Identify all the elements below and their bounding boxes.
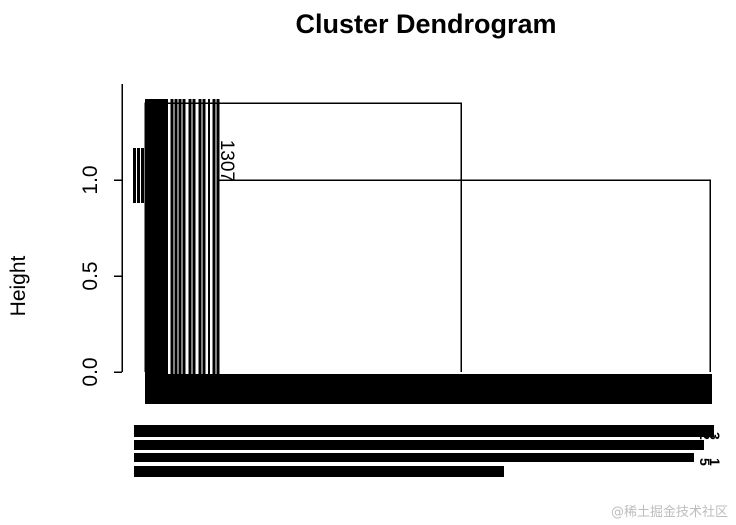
leaf-label-block: 23 51 [134,425,723,477]
y-axis-label: Height [7,255,30,316]
leaf-stub [145,148,148,203]
leaf-label-bar [134,453,694,462]
leaf-label: 2 [697,432,713,440]
leaf-label-bar [134,440,704,450]
y-tick-label: 0.0 [79,357,102,386]
leaf-stub [141,148,144,203]
leaf-label-bar [134,466,504,477]
merge-links [144,102,711,372]
leaf-label: 3 [707,432,723,440]
leaf-stub [133,148,136,203]
y-tick-label: 0.5 [79,261,102,290]
watermark-text: @稀土掘金技术社区 [611,504,728,520]
leaf-stub [137,148,140,203]
y-tick-label: 1.0 [79,165,102,194]
merge-link [217,179,711,372]
y-axis: 0.0 0.5 1.0 [79,84,123,387]
leaf-label: 5 [697,458,713,466]
dense-leaf-cluster [133,99,712,404]
node-label: 1307 [216,140,237,182]
chart-title: Cluster Dendrogram [295,9,556,39]
dense-stem-block [145,99,168,374]
leaf-label: 1 [707,458,723,466]
merge-link [144,102,463,372]
leaf-label-bar [134,425,714,437]
leaf-base-block [145,374,712,404]
leaf-stub [149,148,152,203]
y-ticks: 0.0 0.5 1.0 [79,165,122,387]
node-labels: 1307 [216,140,237,182]
